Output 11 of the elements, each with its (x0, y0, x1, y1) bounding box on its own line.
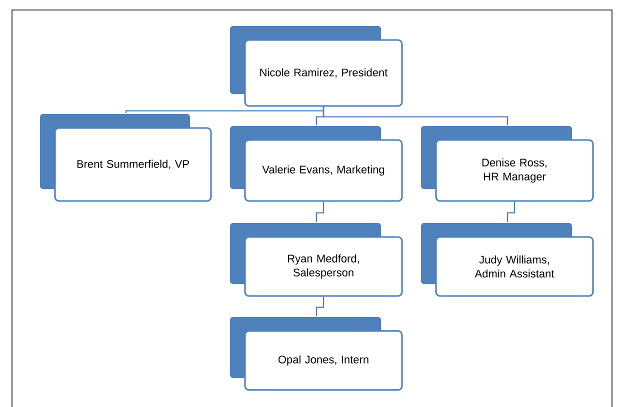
org-box: Brent Summerfield, VP (40, 114, 212, 202)
org-box: Nicole Ramirez, President (230, 26, 403, 107)
org-box: Valerie Evans, Marketing (230, 126, 403, 202)
org-box: Ryan Medford, Salesperson (230, 223, 403, 297)
connector-line (316, 202, 324, 222)
connector-line (322, 106, 508, 126)
org-box: Opal Jones, Intern (230, 317, 403, 391)
org-box: Denise Ross, HR Manager (421, 126, 594, 202)
connector-line (506, 202, 516, 222)
connector-line (316, 296, 324, 316)
org-box: Judy Williams, Admin Assistant (421, 223, 594, 297)
